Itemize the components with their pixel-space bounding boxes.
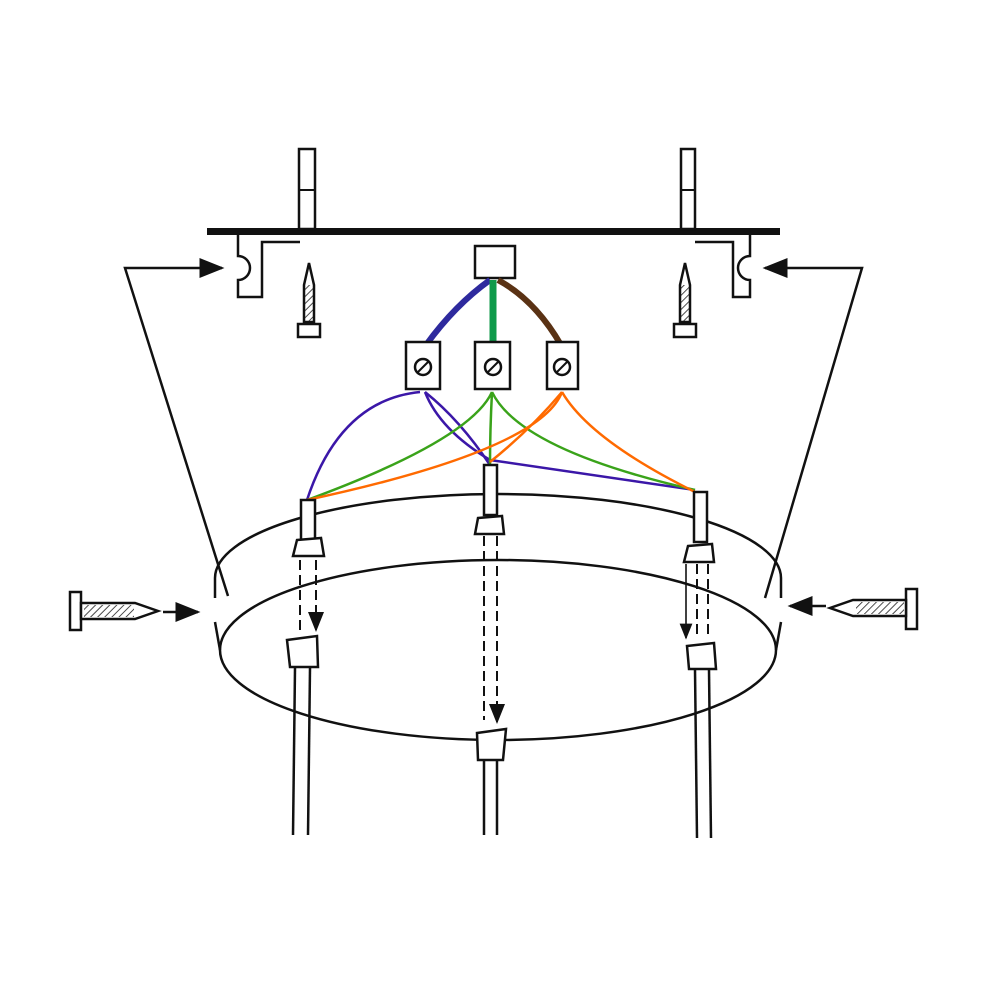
- mounting-bracket: [207, 147, 780, 299]
- pendant-cable-middle: [473, 463, 508, 835]
- screw-icon: [296, 262, 322, 339]
- pendant-cable-right: [679, 490, 718, 839]
- supply-wire-blue: [423, 277, 492, 347]
- distribution-wires: [305, 390, 696, 502]
- terminal-block: [545, 340, 580, 391]
- side-screw-right-icon: [787, 587, 919, 631]
- terminal-block: [404, 340, 442, 391]
- pendant-cable-left: [285, 498, 326, 836]
- supply-wire-brown: [496, 277, 564, 347]
- screw-icon: [672, 262, 698, 339]
- leader-arrow-right: [762, 258, 864, 599]
- leader-arrow-left: [123, 258, 230, 597]
- side-screw-left-icon: [68, 590, 201, 632]
- junction-box: [473, 244, 517, 280]
- terminal-block: [473, 340, 512, 391]
